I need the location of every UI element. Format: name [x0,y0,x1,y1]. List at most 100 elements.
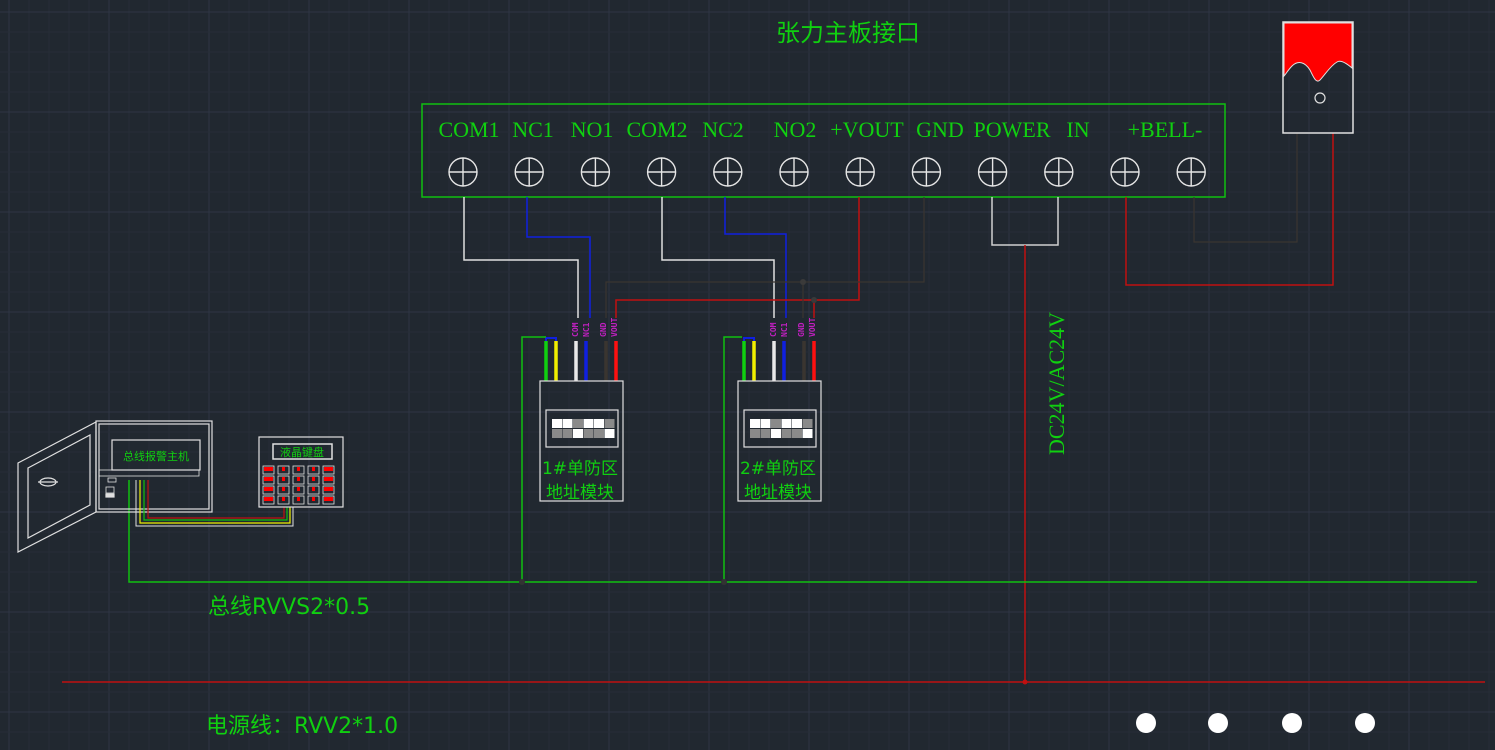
module-pin-label: GND [599,322,608,337]
wire-vout [615,197,860,318]
terminal-screw-icon [911,157,942,187]
dip-switch [552,429,562,438]
terminal-label: GND [916,117,964,142]
dip-switch [750,419,760,428]
module-pin-label: VOUT [610,318,619,337]
keypad-key [322,485,335,495]
siren [1282,21,1354,134]
dip-switch [594,419,604,428]
terminal-screw-icon [1110,157,1140,187]
wire-com1 [463,197,579,318]
dip-switch [792,429,802,438]
terminal-screw-icon [845,157,875,187]
terminal-label: COM1 [438,117,499,142]
power-supply-label: DC24V/AC24V [1044,312,1069,455]
keypad-key [307,485,320,495]
dip-switch [760,419,771,428]
keypad-key [292,475,305,485]
module-pin-label: GND [797,322,806,337]
module-pin-label: COM [571,322,580,337]
indicator-dot [1282,713,1302,733]
dip-switch [771,419,781,428]
keypad-key [277,485,290,495]
dip-switch [792,419,802,428]
terminal-label: IN [1066,117,1089,142]
terminal-label: +BELL- [1128,117,1203,142]
dip-switch [583,419,594,428]
keypad-key [322,475,335,485]
board-wires [463,133,1334,682]
module-pin-label: COM [769,322,778,337]
alarm-host-label: 总线报警主机 [123,449,189,463]
terminal-label: POWER [974,117,1051,142]
indicator-dot [1208,713,1228,733]
dip-switch [552,419,562,428]
wire-power-in [991,197,1059,246]
terminal-screw-icon [580,157,611,187]
keypad-key [322,465,335,475]
terminal-screw-icon [646,157,677,187]
terminal-label: +VOUT [830,117,904,142]
keypad-key [307,495,320,505]
keypad-key [292,485,305,495]
bus-line [128,336,1477,585]
module-pin-label: VOUT [808,318,817,337]
terminal-screw-icon [1176,157,1206,187]
wire-com2 [661,197,775,318]
lcd-keypad [258,436,344,508]
dip-switch [562,419,573,428]
keypad-key [307,475,320,485]
dip-switch [802,429,813,438]
module-pin-label: NC1 [780,322,789,337]
alarm-host [17,420,213,553]
terminal-label: COM2 [626,117,687,142]
dip-switch [573,419,583,428]
dip-switch [802,419,813,428]
terminal-label: NC1 [512,117,554,142]
wire-nc2 [724,197,787,318]
module-label-line1: 1#单防区 [542,459,618,479]
module-pin-label: NC1 [582,322,591,337]
wire-bell-minus [1193,133,1298,243]
dip-switch [583,429,594,438]
indicator-dots [1136,713,1375,733]
keypad-key [262,475,275,485]
wire-bell-plus [1125,133,1334,286]
module-label-line1: 2#单防区 [740,459,816,479]
keypad-key [277,475,290,485]
wire-nc1 [526,197,591,318]
keypad-key [322,495,335,505]
terminal-label: NO2 [774,117,817,142]
dip-switch [604,419,615,428]
keypad-key [262,485,275,495]
dip-switch [562,429,573,438]
dip-switch [750,429,760,438]
dip-switch [781,429,792,438]
terminal-screw-icon [977,157,1008,187]
terminal-label: NO1 [571,117,614,142]
keypad-key [292,495,305,505]
keypad-key [307,465,320,475]
dip-switch [573,429,583,438]
module-label-line2: 地址模块 [546,483,614,503]
indicator-dot [1355,713,1375,733]
terminal-screw-icon [1044,157,1074,187]
dip-switch [604,429,615,438]
dip-switch [594,429,604,438]
terminal-screw-icon [514,157,544,187]
module-label-line2: 地址模块 [744,483,812,503]
keypad-key [262,495,275,505]
dip-switch [781,419,792,428]
dip-switch [760,429,771,438]
keypad-wires [135,480,294,527]
keypad-key [277,465,290,475]
indicator-dot [1136,713,1156,733]
power-line-label: 电源线：RVV2*1.0 [206,714,398,739]
terminal-screw-icon [713,157,743,187]
keypad-key [262,465,275,475]
keypad-key [277,495,290,505]
keypad-key [292,465,305,475]
